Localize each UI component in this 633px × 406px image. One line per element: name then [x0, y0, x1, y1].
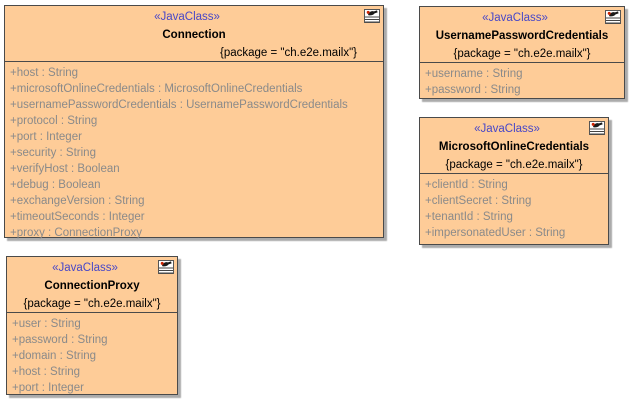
java-class-resource-icon: [605, 10, 621, 24]
class-attribute: +usernamePasswordCredentials : UsernameP…: [10, 99, 348, 111]
class-attribute: +host : String: [12, 366, 81, 378]
class-header: «JavaClass» UsernamePasswordCredentials …: [420, 7, 624, 63]
class-header: «JavaClass» Connection {package = "ch.e2…: [5, 6, 383, 62]
java-class-resource-icon: [158, 260, 174, 274]
class-attribute: +user : String: [12, 318, 81, 330]
class-attribute: +password : String: [425, 84, 521, 96]
class-stereotype: «JavaClass»: [482, 12, 548, 24]
class-attribute: +debug : Boolean: [10, 179, 101, 191]
class-package-property: {package = "ch.e2e.mailx"}: [220, 47, 357, 59]
class-attribute: +protocol : String: [10, 115, 98, 127]
attributes-compartment: +username : String +password : String: [420, 63, 624, 98]
class-attribute: +port : Integer: [12, 382, 84, 394]
class-attribute: +host : String: [10, 67, 79, 79]
class-package-property: {package = "ch.e2e.mailx"}: [445, 159, 583, 171]
java-class-resource-icon: [589, 121, 605, 135]
class-header: «JavaClass» ConnectionProxy {package = "…: [7, 257, 177, 313]
class-attribute: +password : String: [12, 334, 108, 346]
class-header: «JavaClass» MicrosoftOnlineCredentials {…: [420, 118, 608, 174]
class-name: ConnectionProxy: [44, 280, 140, 292]
class-name: MicrosoftOnlineCredentials: [438, 141, 590, 153]
class-name: UsernamePasswordCredentials: [435, 30, 609, 42]
class-attribute: +clientSecret : String: [425, 195, 532, 207]
class-stereotype: «JavaClass»: [52, 262, 118, 274]
class-attribute: +proxy : ConnectionProxy: [10, 227, 142, 239]
class-name: Connection: [162, 29, 226, 41]
class-box-connection[interactable]: «JavaClass» Connection {package = "ch.e2…: [4, 5, 384, 241]
class-attribute: +exchangeVersion : String: [10, 195, 145, 207]
attributes-compartment: +user : String +password : String +domain …: [7, 313, 177, 396]
class-attribute: +timeoutSeconds : Integer: [10, 211, 145, 223]
class-box-username-password-credentials[interactable]: «JavaClass» UsernamePasswordCredentials …: [419, 6, 625, 99]
class-attribute: +port : Integer: [10, 131, 82, 143]
class-box-microsoft-online-credentials[interactable]: «JavaClass» MicrosoftOnlineCredentials {…: [419, 117, 609, 245]
class-stereotype: «JavaClass»: [154, 11, 220, 23]
class-attribute: +microsoftOnlineCredentials : MicrosoftO…: [10, 83, 303, 95]
class-stereotype: «JavaClass»: [474, 123, 540, 135]
attributes-compartment: +host : String +microsoftOnlineCredential…: [5, 62, 383, 241]
class-attribute: +tenantId : String: [425, 211, 513, 223]
class-package-property: {package = "ch.e2e.mailx"}: [23, 298, 161, 310]
class-attribute: +verifyHost : Boolean: [10, 163, 120, 175]
class-attribute: +impersonatedUser : String: [425, 227, 566, 239]
class-attribute: +username : String: [425, 68, 523, 80]
class-attribute: +domain : String: [12, 350, 97, 362]
class-box-connection-proxy[interactable]: «JavaClass» ConnectionProxy {package = "…: [6, 256, 178, 395]
class-package-property: {package = "ch.e2e.mailx"}: [453, 48, 591, 60]
class-attribute: +clientId : String: [425, 179, 508, 191]
attributes-compartment: +clientId : String +clientSecret : String…: [420, 174, 608, 241]
java-class-resource-icon: [364, 9, 380, 23]
class-attribute: +security : String: [10, 147, 96, 159]
